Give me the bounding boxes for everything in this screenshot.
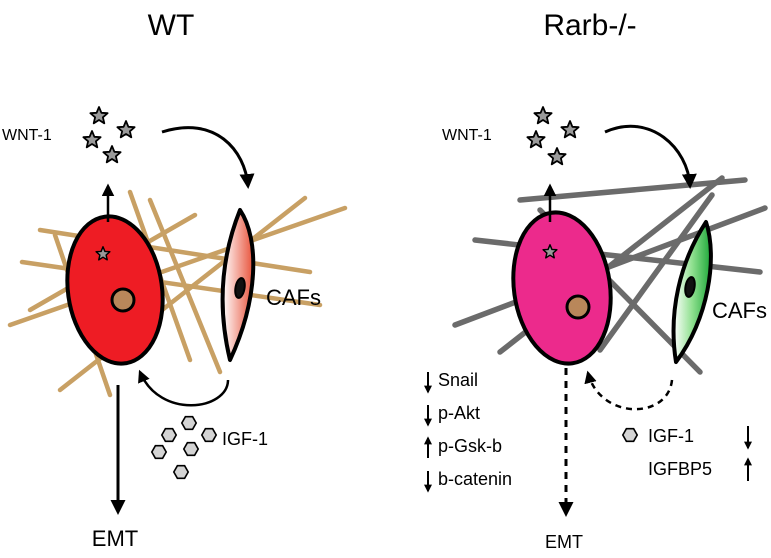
star-icon <box>82 130 102 149</box>
hexagon-icon <box>180 415 198 431</box>
hexagon-icon <box>150 444 168 460</box>
marker-label: p-Akt <box>438 403 480 423</box>
star-icon <box>533 106 553 125</box>
wt-igf-label: IGF-1 <box>222 429 268 449</box>
star-icon <box>526 130 546 149</box>
wt-tumor-cell <box>65 214 165 366</box>
rarb-caf-cell <box>671 220 713 364</box>
rarb-emt-label: EMT <box>545 532 583 552</box>
hexagon-icon <box>200 427 218 443</box>
rarb-wnt-label: WNT-1 <box>442 127 492 144</box>
star-icon <box>116 120 136 139</box>
rarb-igf-arrow <box>584 370 674 411</box>
rarb-wnt-cluster <box>526 106 580 166</box>
rarb-tumor-cell <box>511 210 613 366</box>
factor-label: IGFBP5 <box>648 459 712 479</box>
rarb-caf-label: CAFs <box>712 298 767 323</box>
hexagon-icon <box>172 464 190 480</box>
star-icon <box>547 147 567 166</box>
rarb-nucleus <box>565 294 591 320</box>
wt-igf-arrow <box>138 369 230 407</box>
wt-title: WT <box>148 9 195 42</box>
star-icon <box>560 120 580 139</box>
wt-emt-label: EMT <box>92 526 138 551</box>
wt-wnt-cluster <box>82 106 136 164</box>
hexagon-icon <box>182 441 200 457</box>
marker-label: p-Gsk-b <box>438 436 502 456</box>
rarb-markers-list: Snail p-Akt p-Gsk-b b-catenin <box>424 370 512 493</box>
rarb-hexagon-icon <box>621 427 639 443</box>
rarb-panel: Rarb-/- WNT-1 CA <box>424 9 768 552</box>
star-icon <box>102 145 122 164</box>
marker-label: b-catenin <box>438 469 512 489</box>
hexagon-icon <box>160 427 178 443</box>
wt-caf-label: CAFs <box>266 285 321 310</box>
wt-caf-cell <box>220 208 256 362</box>
marker-label: Snail <box>438 370 478 390</box>
star-icon <box>89 106 109 125</box>
factor-label: IGF-1 <box>648 426 694 446</box>
wt-wnt-to-caf-arrow <box>161 126 255 189</box>
wt-nucleus <box>110 287 136 313</box>
wt-igf-cluster <box>150 415 218 480</box>
wt-panel: WT WNT-1 <box>2 9 348 551</box>
rarb-title: Rarb-/- <box>543 9 636 42</box>
rarb-wnt-to-caf-arrow <box>604 124 697 189</box>
wt-wnt-label: WNT-1 <box>2 127 52 144</box>
